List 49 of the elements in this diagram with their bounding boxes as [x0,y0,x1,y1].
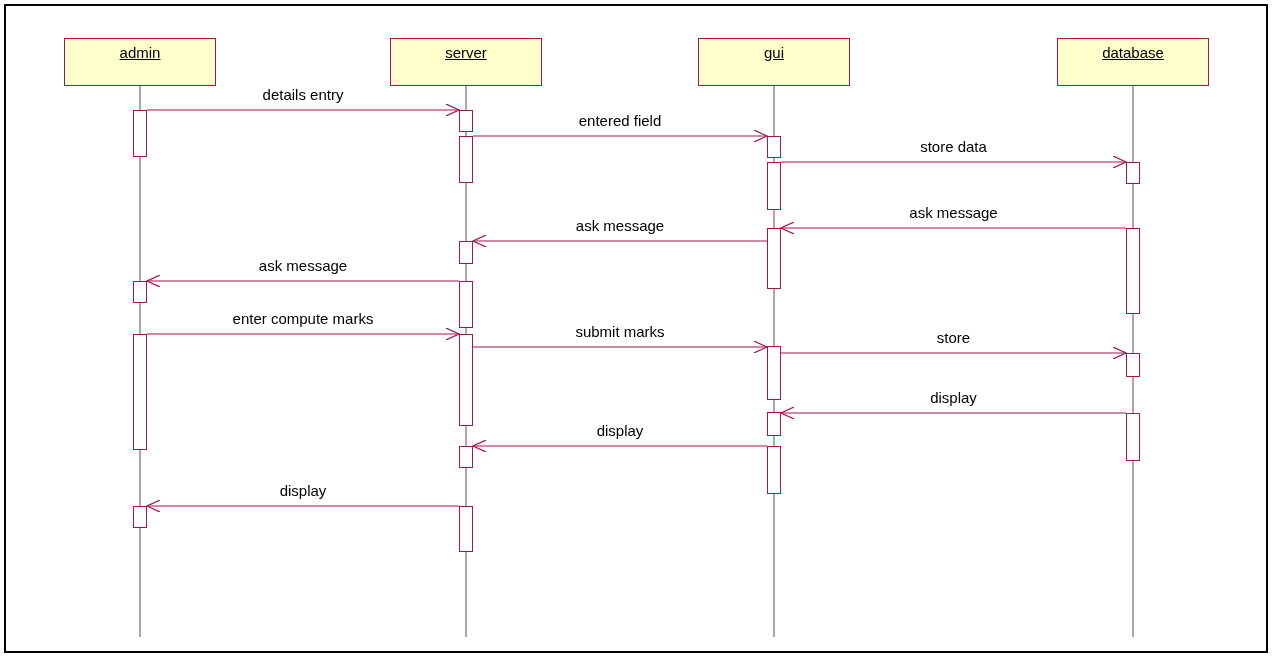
activation-bar [767,446,781,494]
lifeline-head [64,38,216,86]
message-arrow [472,439,768,453]
lifeline-head [390,38,542,86]
message-label: ask message [256,257,350,275]
message-arrow [146,274,460,288]
message-arrow [472,234,768,248]
object-name: gui [764,44,784,62]
activation-bar [1126,413,1140,461]
activation-bar [459,506,473,552]
activation-bar [459,241,473,264]
message-arrow [146,103,460,117]
activation-bar [1126,353,1140,377]
message-label: ask message [573,217,667,235]
activation-bar [133,110,147,157]
message-arrow [472,129,768,143]
message-arrow [146,327,460,341]
object-name: admin [119,44,161,62]
activation-bar [459,110,473,132]
activation-bar [133,334,147,450]
activation-bar [767,346,781,400]
message-label: display [277,482,329,500]
object-name: server [445,44,487,62]
message-label: enter compute marks [230,310,376,328]
message-label: details entry [260,86,346,104]
activation-bar [459,136,473,183]
message-label: display [928,389,979,407]
activation-bar [1126,162,1140,184]
message-arrow [780,221,1127,235]
activation-bar [133,506,147,528]
message-arrow [472,340,768,354]
message-arrow [780,346,1127,360]
activation-bar [459,334,473,426]
message-arrow [780,406,1127,420]
activation-bar [459,446,473,468]
lifeline-head [698,38,850,86]
activation-bar [767,136,781,158]
message-label: ask message [907,204,1000,222]
activation-bar [459,281,473,328]
activation-bar [1126,228,1140,314]
message-arrow [780,155,1127,169]
activation-bar [133,281,147,303]
activation-bar [767,412,781,436]
message-arrow [146,499,460,513]
lifeline-head [1057,38,1209,86]
activation-bar [767,162,781,210]
activation-bar [767,228,781,289]
object-name: database [1102,44,1164,62]
message-label: display [594,422,646,440]
